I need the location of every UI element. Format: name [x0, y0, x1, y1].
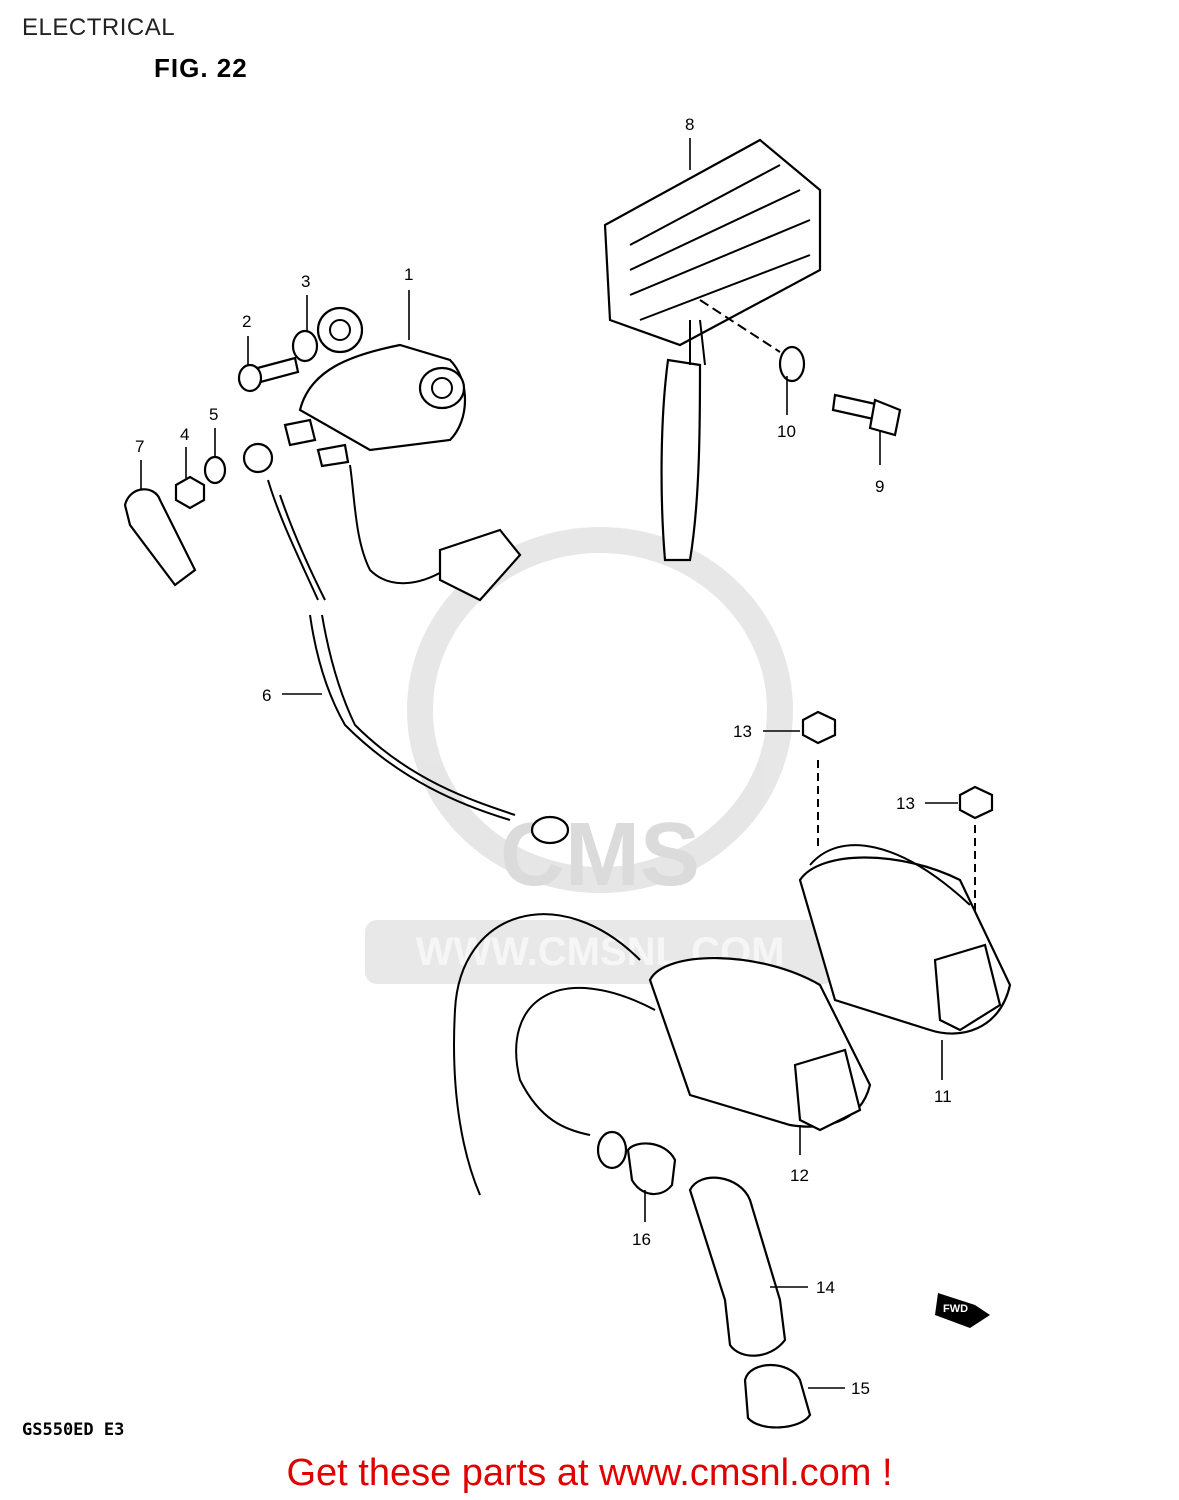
coil-nut-a	[801, 710, 837, 745]
spark-plug-cap-small	[596, 1130, 677, 1196]
callout-7: 7	[135, 437, 144, 456]
ignition-coil-rear	[798, 844, 1012, 1035]
callout-14: 14	[816, 1278, 835, 1297]
cms-watermark: CMS WWW.CMSNL.COM	[365, 527, 835, 984]
leader-lines	[140, 138, 958, 1389]
callout-16: 16	[632, 1230, 651, 1249]
fwd-label: FWD	[943, 1303, 968, 1315]
callout-numbers: 1 2 3 4 5 6 7 8 9 10 11 12 13 13 14 15 1…	[135, 115, 952, 1398]
spark-plug-cap	[688, 1176, 787, 1357]
starter-relay	[283, 306, 522, 602]
terminal-cap	[123, 488, 197, 587]
lock-washer	[203, 455, 227, 485]
forward-direction-tag: FWD	[935, 1293, 990, 1328]
callout-15: 15	[851, 1379, 870, 1398]
callout-8: 8	[685, 115, 694, 134]
model-code: GS550ED E3	[22, 1420, 125, 1440]
coil-nut-b	[958, 785, 994, 820]
regulator-bolt	[831, 393, 902, 437]
callout-6: 6	[262, 686, 271, 705]
regulator-rectifier	[603, 138, 822, 562]
relay-screw	[237, 356, 300, 393]
callout-12: 12	[790, 1166, 809, 1185]
callout-11: 11	[934, 1087, 952, 1106]
figure-label: FIG. 22	[154, 53, 248, 83]
callout-4: 4	[180, 425, 189, 444]
callout-3: 3	[301, 272, 310, 291]
ignition-coil-front	[453, 913, 872, 1196]
callout-5: 5	[209, 405, 218, 424]
callout-13a: 13	[733, 722, 752, 741]
watermark-brand: CMS	[500, 805, 700, 905]
nut	[174, 475, 206, 510]
relay-washer	[291, 329, 319, 363]
callout-2: 2	[242, 312, 251, 331]
lead-wire	[242, 442, 570, 845]
callout-1: 1	[404, 265, 413, 284]
callout-9: 9	[875, 477, 884, 496]
parts-link-banner[interactable]: Get these parts at www.cmsnl.com !	[286, 1452, 893, 1494]
callout-13b: 13	[896, 794, 915, 813]
washer	[778, 345, 806, 383]
callout-10: 10	[777, 422, 796, 441]
section-title: ELECTRICAL	[22, 14, 176, 41]
plug-cap-cover	[743, 1363, 812, 1429]
